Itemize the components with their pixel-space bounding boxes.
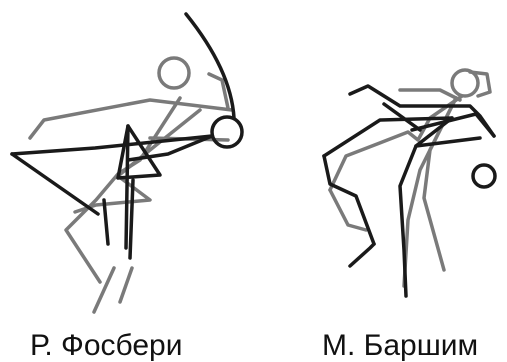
fosbury-black-head: [212, 117, 242, 147]
fosbury-black-arm-lower: [12, 154, 98, 214]
fosbury-black-leg-b: [104, 200, 108, 244]
fosbury-black-leg-c: [130, 180, 133, 258]
fosbury-figure: Р. Фосбери: [12, 14, 242, 362]
fosbury-gray-head: [159, 58, 189, 88]
barshim-target-circle: [473, 165, 495, 187]
fosbury-caption: Р. Фосбери: [30, 329, 182, 362]
fosbury-gray-pose: [30, 58, 232, 312]
barshim-gray-shoulder: [400, 90, 460, 100]
fosbury-gray-torso-leg: [66, 98, 180, 282]
barshim-black-shoulder: [384, 104, 420, 130]
fosbury-black-pose: [12, 14, 242, 258]
fosbury-gray-foot-b: [120, 268, 132, 302]
barshim-caption: М. Баршим: [322, 329, 478, 362]
barshim-gray-pose: [330, 70, 490, 286]
barshim-black-pose: [324, 86, 494, 296]
fosbury-black-arm-upper: [12, 136, 212, 154]
fosbury-black-leg-a: [126, 126, 128, 248]
barshim-black-foot-a: [350, 244, 374, 266]
fosbury-gray-hip: [75, 110, 200, 212]
barshim-figure: М. Баршим: [322, 70, 495, 362]
